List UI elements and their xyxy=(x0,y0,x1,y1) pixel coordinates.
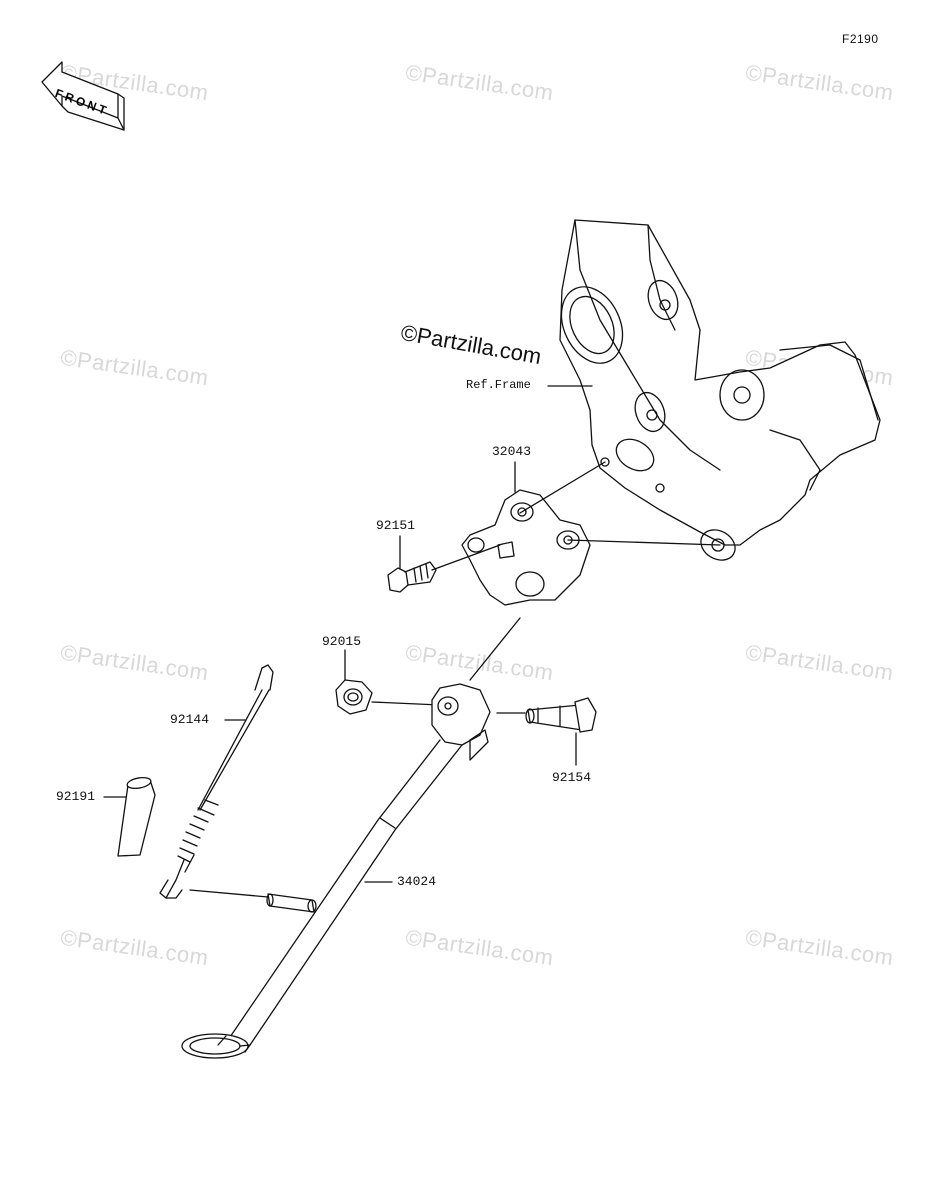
leader-line xyxy=(469,617,521,681)
part-label-92151[interactable]: 92151 xyxy=(376,518,416,533)
nut-92015 xyxy=(335,679,373,715)
leader-line xyxy=(567,539,721,546)
pin-92154 xyxy=(525,697,597,733)
leader-line xyxy=(431,544,501,571)
bolt-92151 xyxy=(387,561,437,593)
bracket-32043 xyxy=(461,489,591,606)
part-label-34024[interactable]: 34024 xyxy=(397,874,437,889)
part-label-32043[interactable]: 32043 xyxy=(492,444,532,459)
spring-92144 xyxy=(159,664,274,899)
frame-drawing xyxy=(559,219,881,561)
part-label-92144[interactable]: 92144 xyxy=(170,712,210,727)
side-stand-34024 xyxy=(181,683,491,1059)
tube-92191 xyxy=(117,777,156,857)
leader-line xyxy=(519,461,606,514)
diagram-code: F2190 xyxy=(842,32,879,46)
front-arrow-icon xyxy=(41,61,125,131)
spring-pin xyxy=(266,893,317,913)
ref-frame-label: Ref.Frame xyxy=(466,378,531,392)
part-label-92154[interactable]: 92154 xyxy=(552,770,592,785)
part-label-92015[interactable]: 92015 xyxy=(322,634,362,649)
part-label-92191[interactable]: 92191 xyxy=(56,789,96,804)
leader-line xyxy=(189,889,269,898)
leader-line xyxy=(371,701,441,706)
